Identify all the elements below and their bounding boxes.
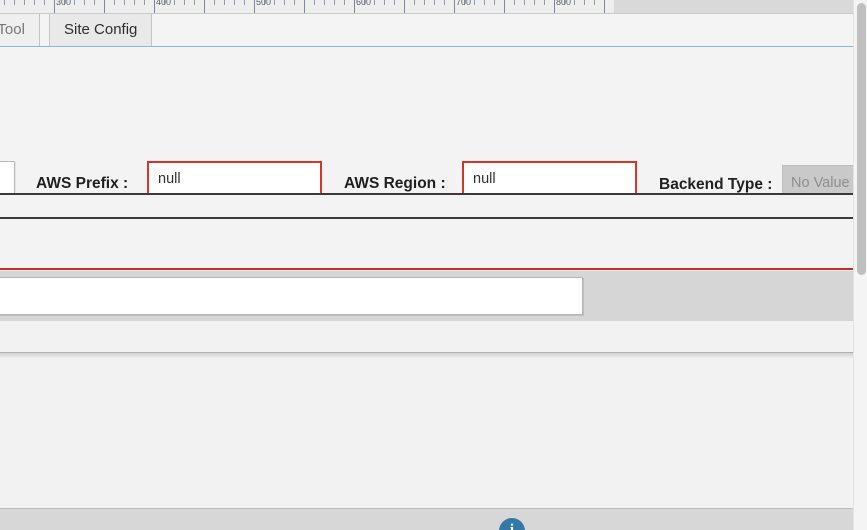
status-bar (0, 508, 867, 530)
ruler-tick-major (204, 0, 205, 13)
vertical-scrollbar[interactable] (853, 0, 867, 530)
ruler-tick-minor (14, 0, 15, 5)
ruler-tick-label: 300 (56, 0, 72, 7)
ruler-tick-minor (294, 0, 295, 5)
section-divider-bottom (0, 217, 853, 219)
ruler-tick-major (154, 0, 155, 13)
ruler-tick-minor (94, 0, 95, 5)
ruler-tick-minor (474, 0, 475, 5)
aws-region-label: AWS Region : (344, 175, 446, 192)
ruler-tick-minor (124, 0, 125, 5)
ruler-tick-major (504, 0, 505, 13)
section-divider-top (0, 193, 853, 195)
ruler-tick-minor (314, 0, 315, 5)
tab-site-config[interactable]: Site Config (49, 14, 153, 46)
ruler-tick-minor (134, 0, 135, 5)
ruler-tick-minor (494, 0, 495, 5)
ruler-tick-minor (174, 0, 175, 5)
vertical-scrollbar-thumb[interactable] (857, 3, 866, 275)
ruler-tick-minor (4, 0, 5, 5)
ruler-inactive-region (614, 0, 867, 13)
ruler-tick-minor (264, 0, 265, 5)
section-band-middle (0, 195, 853, 217)
ruler-tick-minor (334, 0, 335, 5)
wide-text-input[interactable] (0, 277, 583, 315)
ruler-tick-minor (44, 0, 45, 5)
ruler-tick-minor (214, 0, 215, 5)
ruler-tick-minor (574, 0, 575, 5)
tab-site-config-label: Site Config (64, 21, 138, 38)
config-form-band: AWS Prefix : null AWS Region : null Back… (0, 47, 867, 206)
ruler-tick-minor (414, 0, 415, 5)
ruler-tick-label: 400 (156, 0, 172, 7)
horizontal-ruler: 300 400 500 600 700 800 (0, 0, 867, 14)
aws-prefix-value: null (158, 171, 181, 187)
panel-drop-shadow (0, 352, 867, 359)
ruler-tick-minor (64, 0, 65, 5)
ruler-tick-minor (384, 0, 385, 5)
ruler-tick-major (554, 0, 555, 13)
content-remainder (0, 321, 853, 352)
ruler-tick-minor (444, 0, 445, 5)
lower-blank-area (0, 352, 867, 508)
ruler-tick-minor (324, 0, 325, 5)
aws-region-value: null (473, 171, 496, 187)
tab-y-tool-label: y Tool (0, 21, 25, 38)
ruler-tick-minor (594, 0, 595, 5)
ruler-tick-minor (184, 0, 185, 5)
ruler-tick-minor (464, 0, 465, 5)
backend-type-label: Backend Type : (659, 176, 773, 193)
ruler-tick-major (354, 0, 355, 13)
ruler-tick-minor (34, 0, 35, 5)
ruler-tick-minor (344, 0, 345, 5)
ruler-tick-major (404, 0, 405, 13)
ruler-tick-minor (524, 0, 525, 5)
aws-prefix-label: AWS Prefix : (36, 175, 129, 192)
ruler-tick-minor (24, 0, 25, 5)
ruler-tick-label: 600 (356, 0, 372, 7)
ruler-tick-minor (434, 0, 435, 5)
ruler-tick-minor (484, 0, 485, 5)
info-icon-glyph: i (509, 522, 515, 530)
section-band-lower (0, 219, 853, 268)
ruler-tick-minor (234, 0, 235, 5)
ruler-tick-minor (144, 0, 145, 5)
validation-divider (0, 268, 853, 270)
ruler-tick-minor (244, 0, 245, 5)
ruler-tick-minor (224, 0, 225, 5)
ruler-tick-label: 700 (456, 0, 472, 7)
ruler-tick-minor (424, 0, 425, 5)
ruler-tick-minor (374, 0, 375, 5)
backend-type-value: No Value (791, 175, 850, 191)
ruler-tick-major (254, 0, 255, 13)
tab-strip: y Tool Site Config (0, 14, 867, 47)
ruler-tick-minor (584, 0, 585, 5)
ruler-tick-minor (514, 0, 515, 5)
ruler-tick-minor (364, 0, 365, 5)
ruler-track (0, 0, 614, 13)
ruler-tick-minor (394, 0, 395, 5)
ruler-tick-major (104, 0, 105, 13)
ruler-tick-minor (284, 0, 285, 5)
ruler-tick-minor (534, 0, 535, 5)
ruler-tick-minor (74, 0, 75, 5)
ruler-tick-minor (564, 0, 565, 5)
ruler-tick-major (604, 0, 605, 13)
ruler-tick-label: 500 (256, 0, 272, 7)
ruler-tick-minor (114, 0, 115, 5)
info-icon[interactable]: i (499, 518, 525, 530)
tab-y-tool[interactable]: y Tool (0, 14, 40, 46)
ruler-tick-minor (84, 0, 85, 5)
ruler-tick-label: 800 (556, 0, 572, 7)
ruler-tick-minor (164, 0, 165, 5)
ruler-tick-minor (274, 0, 275, 5)
ruler-tick-major (304, 0, 305, 13)
ruler-tick-major (454, 0, 455, 13)
ruler-tick-minor (194, 0, 195, 5)
ruler-tick-minor (544, 0, 545, 5)
ruler-tick-major (54, 0, 55, 13)
